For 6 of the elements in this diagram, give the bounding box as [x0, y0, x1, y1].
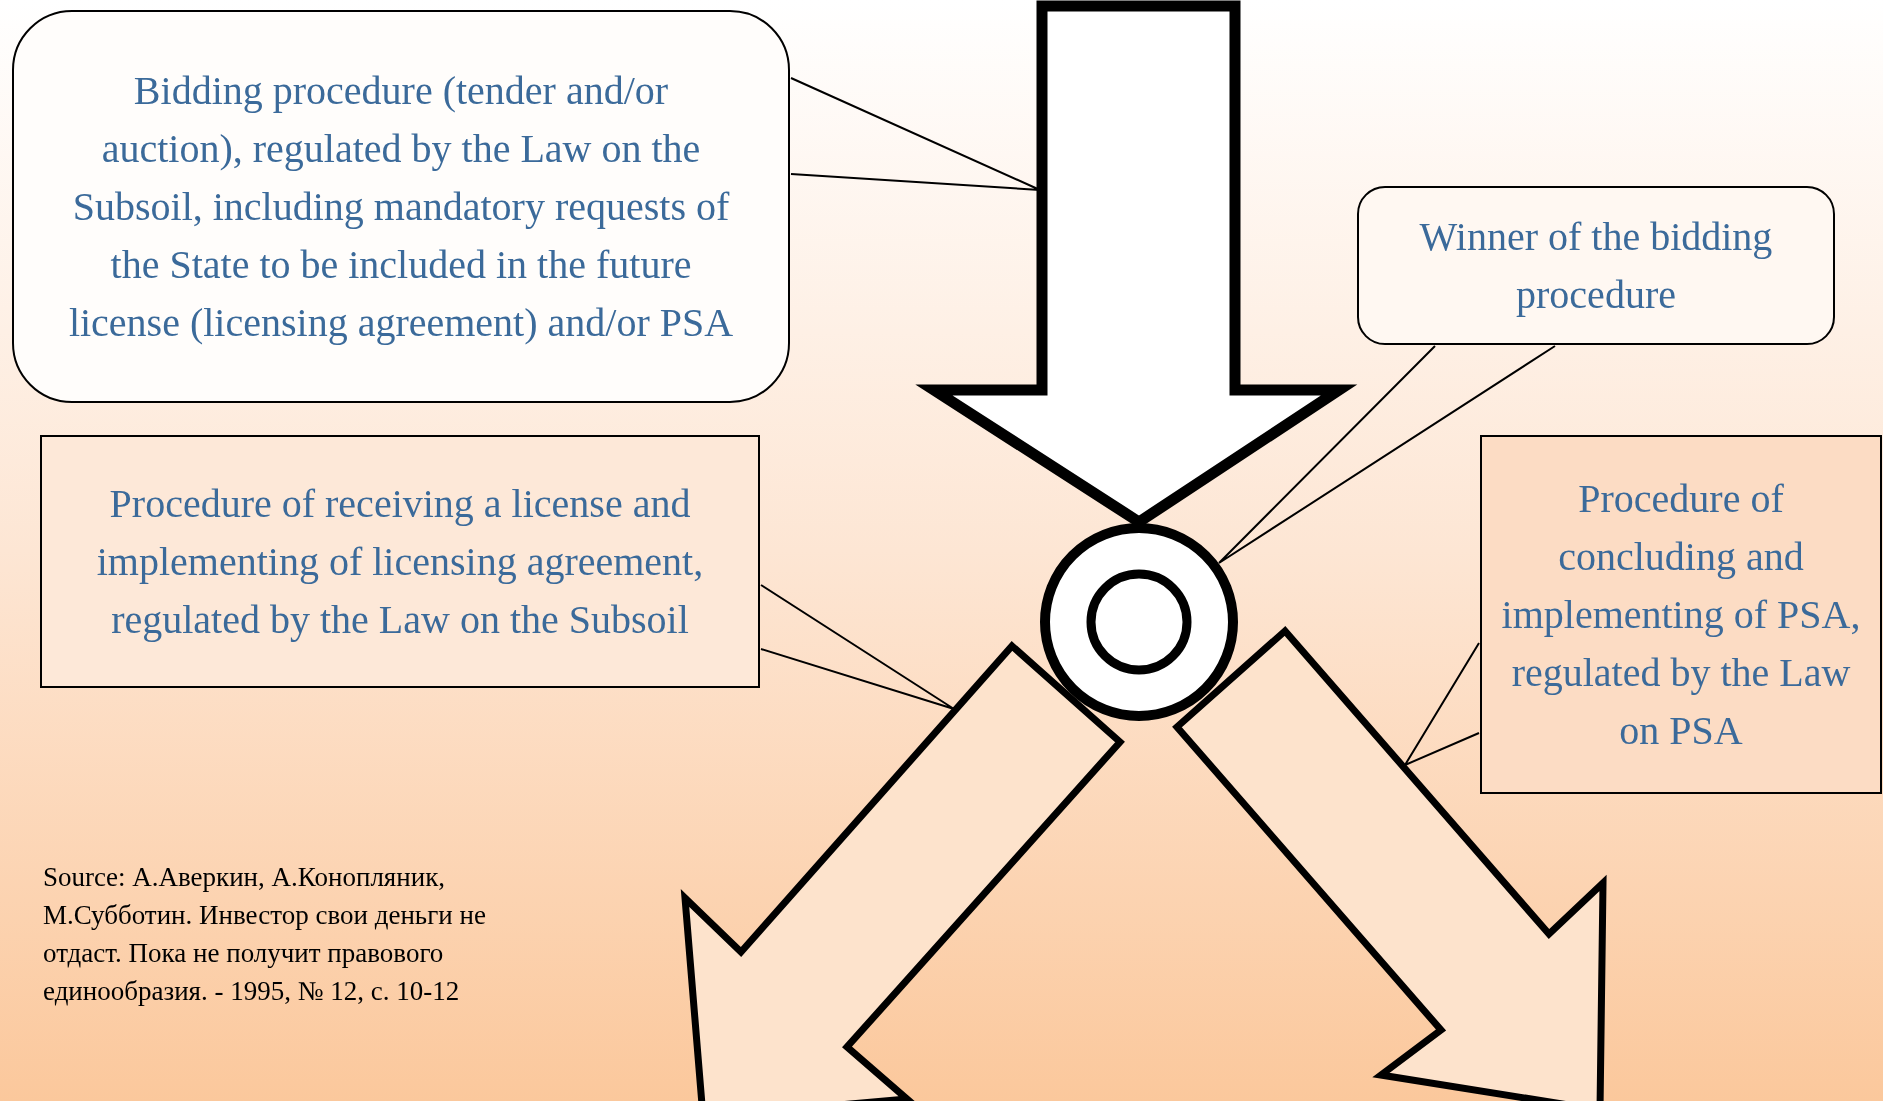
source-note: Source: А.Аверкин, А.Конопляник, М.Субботин. Инвестор свои деньги не отдаст. Пока не получит правового единообразия. - 1995, № 12, с. 10-12	[43, 861, 487, 1008]
block-arrow	[680, 641, 1125, 1101]
callout-box: Bidding procedure (tender and/or auction), regulated by the Law on the Subsoil, including mandatory requests of the State to be included in the future license (licensing agreement) and/or PSA	[12, 10, 790, 403]
callout-box: Procedure of receiving a license and implementing of licensing agreement, regulated by the Law on the Subsoil	[40, 435, 760, 688]
callout-box: Procedure of concluding and implementing of PSA, regulated by the Law on PSA	[1480, 435, 1882, 794]
callout-box: Winner of the bidding procedure	[1357, 186, 1835, 345]
